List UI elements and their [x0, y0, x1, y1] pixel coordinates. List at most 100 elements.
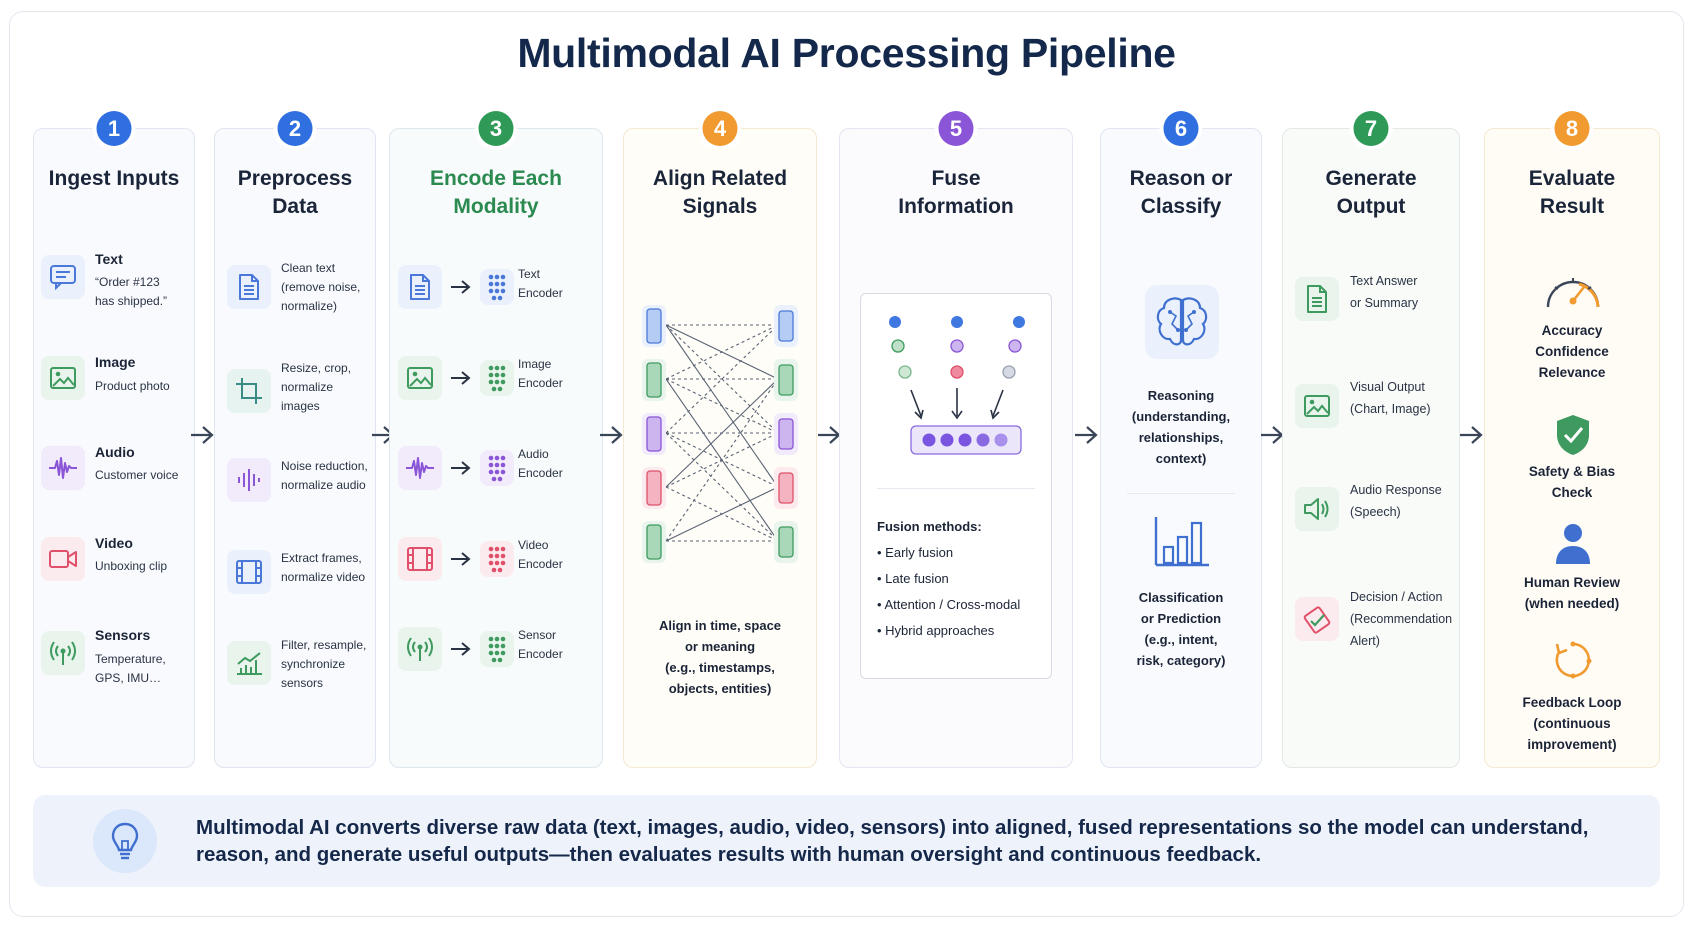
page-title: Multimodal AI Processing Pipeline: [517, 30, 1176, 76]
image-icon: [41, 356, 85, 400]
step-badge: 7: [1353, 111, 1389, 146]
arrow-right-icon: [451, 461, 471, 475]
person-icon: [1553, 522, 1593, 571]
preprocess-detail: Filter, resample, synchronize sensors: [281, 638, 367, 690]
summary-banner: Multimodal AI converts diverse raw data …: [33, 795, 1660, 887]
neural-encoder-icon: [480, 631, 514, 667]
fusion-method-item: • Attention / Cross-modal: [877, 597, 1021, 612]
stage-generate-output: 7 Generate Output Text Answer or Summary…: [1282, 111, 1460, 768]
encoder-label: Sensor Encoder: [518, 628, 563, 661]
eval-detail: Safety & Bias Check: [1528, 464, 1616, 500]
stage-reason-or-classify: 6 Reason or Classify Reasoning (understa…: [1100, 111, 1262, 768]
image-icon: [1295, 384, 1339, 428]
input-detail: Product photo: [95, 379, 170, 393]
reasoning-text: Reasoning (understanding, relationships,…: [1131, 388, 1231, 466]
video-camera-icon: [41, 537, 85, 581]
output-detail: Audio Response (Speech): [1350, 483, 1442, 519]
fusion-panel: Fusion methods: • Early fusion • Late fu…: [860, 293, 1052, 679]
stage-title: Ingest Inputs: [48, 167, 180, 190]
brain-icon: [1145, 285, 1219, 359]
preprocess-detail: Resize, crop, normalize images: [281, 361, 352, 413]
document-icon: [398, 265, 442, 309]
step-badge: 2: [277, 111, 313, 146]
stage-evaluate-result: 8 Evaluate Result Accuracy Confidence Re…: [1484, 111, 1660, 768]
classification-text: Classification or Prediction (e.g., inte…: [1136, 590, 1226, 668]
eval-detail: Feedback Loop (continuous improvement): [1522, 695, 1622, 752]
sensor-icon: [398, 627, 442, 671]
stage-title: Preprocess Data: [237, 167, 353, 218]
arrow-right-icon: [451, 642, 471, 656]
fusion-method-item: • Late fusion: [877, 571, 949, 586]
film-icon: [398, 537, 442, 581]
cycle-icon: [1553, 639, 1593, 686]
stage-preprocess-data: 2 Preprocess Data Clean text (remove noi…: [214, 111, 376, 768]
speaker-icon: [1295, 487, 1339, 531]
encoder-label: Video Encoder: [518, 538, 563, 571]
neural-encoder-icon: [480, 360, 514, 396]
stage-encode-each-modality: 3 Encode Each Modality Text Encoder Imag…: [389, 111, 603, 768]
neural-encoder-icon: [480, 269, 514, 305]
stage-title: Reason or Classify: [1129, 167, 1233, 218]
arrow-right-icon: [1460, 426, 1483, 444]
fusion-method-item: • Hybrid approaches: [877, 623, 995, 638]
stage-align-related-signals: 4 Align Related Signals: [623, 111, 817, 768]
step-badge: 5: [938, 111, 974, 146]
fusion-methods: Fusion methods: • Early fusion • Late fu…: [877, 514, 1020, 644]
chat-icon: [41, 255, 85, 299]
stage-ingest-inputs: 1 Ingest Inputs Text “Order #123 has shi…: [33, 111, 195, 768]
summary-text: Multimodal AI converts diverse raw data …: [196, 816, 1589, 866]
output-detail: Visual Output (Chart, Image): [1350, 380, 1431, 416]
stage-title: Encode Each Modality: [430, 167, 562, 218]
arrow-right-icon: [451, 552, 471, 566]
document-icon: [1295, 277, 1339, 321]
stage-fuse-information: 5 Fuse Information Fusion methods: • Ear…: [839, 111, 1073, 768]
alignment-graphic: [642, 305, 798, 563]
line-chart-icon: [227, 641, 271, 685]
input-detail: Customer voice: [95, 468, 179, 482]
fusion-methods-title: Fusion methods:: [877, 519, 982, 534]
input-detail: Temperature, GPS, IMU…: [95, 652, 166, 685]
stage-title: Fuse Information: [898, 167, 1014, 218]
sensor-icon: [41, 631, 85, 675]
input-label: Audio: [95, 444, 135, 460]
waveform-icon: [227, 458, 271, 502]
eval-detail: Accuracy Confidence Relevance: [1535, 323, 1609, 380]
preprocess-detail: Clean text (remove noise, normalize): [281, 261, 361, 313]
step-badge: 8: [1554, 111, 1590, 146]
preprocess-detail: Extract frames, normalize video: [281, 551, 366, 584]
fusion-graphic: [889, 316, 1025, 455]
arrow-right-icon: [451, 371, 471, 385]
step-badge: 3: [478, 111, 514, 146]
fusion-method-item: • Early fusion: [877, 545, 954, 560]
image-icon: [398, 356, 442, 400]
input-label: Text: [95, 251, 123, 267]
waveform-icon: [398, 446, 442, 490]
output-detail: Text Answer or Summary: [1350, 274, 1419, 310]
step-badge: 4: [702, 111, 738, 146]
waveform-icon: [41, 446, 85, 490]
arrow-right-icon: [191, 426, 214, 444]
input-detail: “Order #123 has shipped.”: [95, 275, 168, 308]
gauge-icon: [1542, 267, 1604, 318]
input-label: Video: [95, 535, 133, 551]
input-detail: Unboxing clip: [95, 559, 168, 573]
document-icon: [227, 265, 271, 309]
arrow-right-icon: [451, 280, 471, 294]
input-label: Image: [95, 354, 136, 370]
encoder-label: Image Encoder: [518, 357, 563, 390]
shield-check-icon: [1554, 413, 1592, 462]
stage-title: Generate Output: [1325, 167, 1417, 218]
neural-encoder-icon: [480, 541, 514, 577]
cross-links: [665, 324, 779, 542]
align-caption: Align in time, space or meaning (e.g., t…: [658, 618, 782, 696]
stage-title: Align Related Signals: [652, 167, 788, 218]
step-badge: 6: [1163, 111, 1199, 146]
encoder-label: Text Encoder: [518, 267, 563, 300]
arrow-right-icon: [600, 426, 623, 444]
encoder-label: Audio Encoder: [518, 447, 563, 480]
stage-title: Evaluate Result: [1528, 167, 1616, 218]
left-signals: [642, 305, 666, 563]
step-badge: 1: [96, 111, 132, 146]
output-detail: Decision / Action (Recommendation Alert): [1350, 590, 1453, 648]
arrow-right-icon: [1075, 426, 1098, 444]
